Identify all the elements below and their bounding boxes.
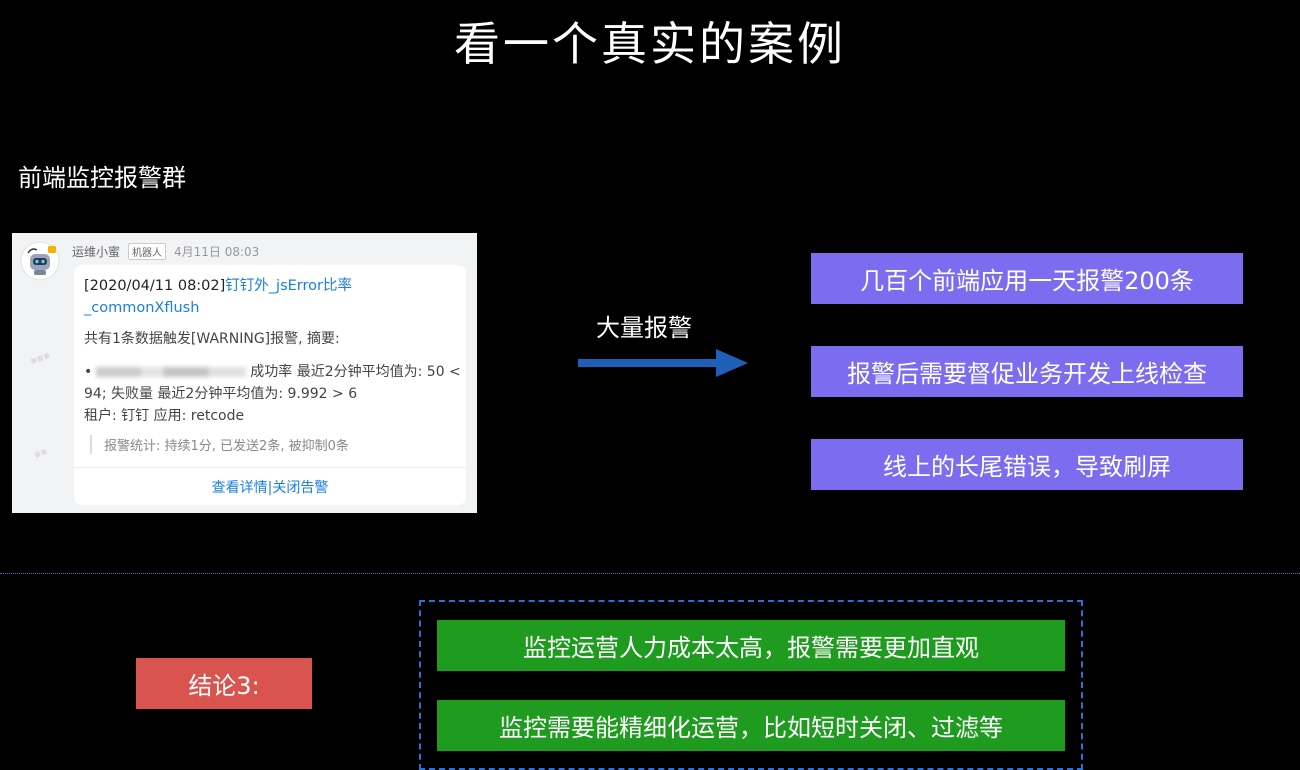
conclusion-box: 监控运营人力成本太高，报警需要更加直观 [437, 620, 1065, 671]
tenant-text: 租户: 钉钉 应用: retcode [84, 408, 245, 424]
conclusion-box: 监控需要能精细化运营，比如短时关闭、过滤等 [437, 700, 1065, 751]
bullet: • [84, 364, 93, 380]
section-divider [0, 573, 1300, 574]
message-title: [2020/04/11 08:02]钉钉外_jsError比率_commonXf… [84, 275, 459, 319]
watermark-icon: ▪▪ [32, 446, 50, 461]
message-actions-link[interactable]: 查看详情|关闭告警 [211, 480, 329, 496]
message-bubble: [2020/04/11 08:02]钉钉外_jsError比率_commonXf… [74, 265, 466, 505]
redacted-text [96, 367, 247, 377]
message-summary: 共有1条数据触发[WARNING]报警, 摘要: [84, 331, 340, 347]
section-label: 前端监控报警群 [18, 164, 186, 192]
robot-tag: 机器人 [128, 243, 167, 260]
issue-box: 报警后需要督促业务开发上线检查 [811, 346, 1243, 397]
message-metric: •成功率 最近2分钟平均值为: 50 < 94; 失败量 最近2分钟平均值为: … [84, 361, 462, 427]
message-time: 4月11日 08:03 [174, 245, 260, 259]
alert-stats: 报警统计: 持续1分, 已发送2条, 被抑制0条 [90, 435, 349, 454]
conclusion-label: 结论3: [136, 658, 312, 709]
issue-box: 线上的长尾错误，导致刷屏 [811, 439, 1243, 490]
arrow-label: 大量报警 [596, 314, 692, 342]
robot-avatar-icon [20, 241, 60, 281]
watermark-icon: ▪▪▪ [28, 349, 52, 368]
issue-box: 几百个前端应用一天报警200条 [811, 253, 1243, 304]
right-arrow-icon [578, 349, 748, 377]
message-prefix: [2020/04/11 08:02] [84, 278, 226, 294]
chat-sender-row: 运维小蜜 机器人 4月11日 08:03 [72, 243, 259, 260]
slide-title: 看一个真实的案例 [454, 17, 846, 71]
bubble-divider [74, 467, 466, 468]
message-link[interactable]: 钉钉外_jsError比率_commonXflush [84, 278, 352, 316]
chat-screenshot: ▪▪▪ ▪▪ 运维小蜜 机器人 4月11日 08:03 [2020/04/11 … [12, 233, 477, 513]
metric-text: 成功率 最近2分钟平均值为: 50 < 94; 失败量 最近2分钟平均值为: 9… [84, 364, 461, 402]
sender-name: 运维小蜜 [72, 245, 121, 259]
